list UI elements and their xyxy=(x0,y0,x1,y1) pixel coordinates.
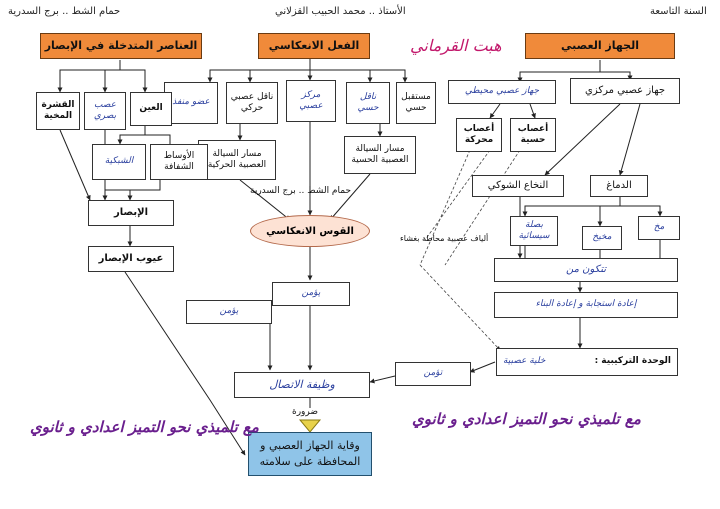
category-vision: العناصر المتدخلة في الإبصار xyxy=(40,33,202,59)
box-motor-route: مسار السيالة العصبية الحركية xyxy=(198,140,276,180)
box-sensory-route: مسار السيالة العصبية الحسية xyxy=(344,136,416,174)
box-peripheral: جهاز عصبي محيطي xyxy=(448,80,556,104)
line-central-brain xyxy=(618,103,641,176)
box-ensure-2: يؤمن xyxy=(186,300,272,324)
box-cortex: القشرة المخية xyxy=(36,92,80,130)
box-communication: وظيفة الاتصال xyxy=(234,372,370,398)
box-sensory-nerves: أعصاب حسية xyxy=(510,118,556,152)
unit-label: الوحدة التركيبية : xyxy=(594,356,671,367)
box-composed-of: تتكون من xyxy=(494,258,678,282)
box-bulb: بصلة سيسائية xyxy=(510,216,558,246)
unit-value: خلية عصبية xyxy=(503,356,546,367)
box-cerebellum: مخيخ xyxy=(582,226,622,250)
box-motor-path: ناقل عصبي حركي xyxy=(226,82,278,124)
box-spinal-cord: النخاع الشوكي xyxy=(472,175,564,197)
box-central: جهاز عصبي مركزي xyxy=(570,78,680,104)
line-peripheral-sensory xyxy=(529,103,536,119)
box-retina: الشبكية xyxy=(92,144,146,180)
box-motor-nerves: أعصاب محركة xyxy=(456,118,502,152)
line-brain-bulb xyxy=(522,196,621,217)
header-level: السنة التاسعة xyxy=(650,6,707,17)
box-ensure-1: يؤمن xyxy=(272,282,350,306)
line-ns-central xyxy=(600,71,633,81)
slogan-left: مع تلميذي نحو التميز اعدادي و ثانوي xyxy=(30,418,259,436)
location-note: حمام الشط .. برج السدرية xyxy=(250,186,352,196)
slogan-right: مع تلميذي نحو التميز اعدادي و ثانوي xyxy=(412,410,641,428)
box-ensure-3: تؤمن xyxy=(395,362,471,386)
box-effector: عضو منفذ xyxy=(164,82,218,124)
box-protection: وقاية الجهاز العصبي و المحافظة على سلامت… xyxy=(248,432,372,476)
box-structural-unit: الوحدة التركيبية : خلية عصبية xyxy=(496,348,678,376)
box-function: إعادة استجابة و إعادة البناء xyxy=(494,292,678,318)
box-receptor: مستقبل حسي xyxy=(396,82,436,124)
line-brain-cerebellum xyxy=(597,205,620,227)
fibers-note: ألياف عصبية محاطة بغشاء xyxy=(400,234,489,243)
header-teacher: الأستاذ .. محمد الحبيب القزلاني xyxy=(275,6,406,17)
box-brain: الدماغ xyxy=(590,175,648,197)
box-sensory-path: ناقل حسي xyxy=(346,82,390,124)
teacher-signature: هبت القرماني xyxy=(410,36,502,55)
header-school: حمام الشط .. برج السدرية xyxy=(8,6,121,17)
category-nervous-system: الجهاز العصبي xyxy=(525,33,675,59)
category-reflex-act: الفعل الانعكاسي xyxy=(258,33,370,59)
box-optic-nerve: عصب بصري xyxy=(84,92,126,130)
line-ns-peripheral xyxy=(517,60,601,83)
box-center: مركز عصبي xyxy=(286,80,336,122)
line-peripheral-motor xyxy=(489,103,501,119)
box-media: الأوساط الشفافة xyxy=(150,144,208,180)
box-seeing: الإبصار xyxy=(88,200,174,226)
box-defects: عيوب الإبصار xyxy=(88,246,174,272)
box-eye: العين xyxy=(130,92,172,126)
reflex-arc: القوس الانعكاسي xyxy=(250,215,370,247)
necessity-label: ضرورة xyxy=(292,407,319,417)
line-brain-cerebrum xyxy=(620,205,663,217)
box-cerebrum: مخ xyxy=(638,216,680,240)
line-central-spinal xyxy=(544,103,621,176)
